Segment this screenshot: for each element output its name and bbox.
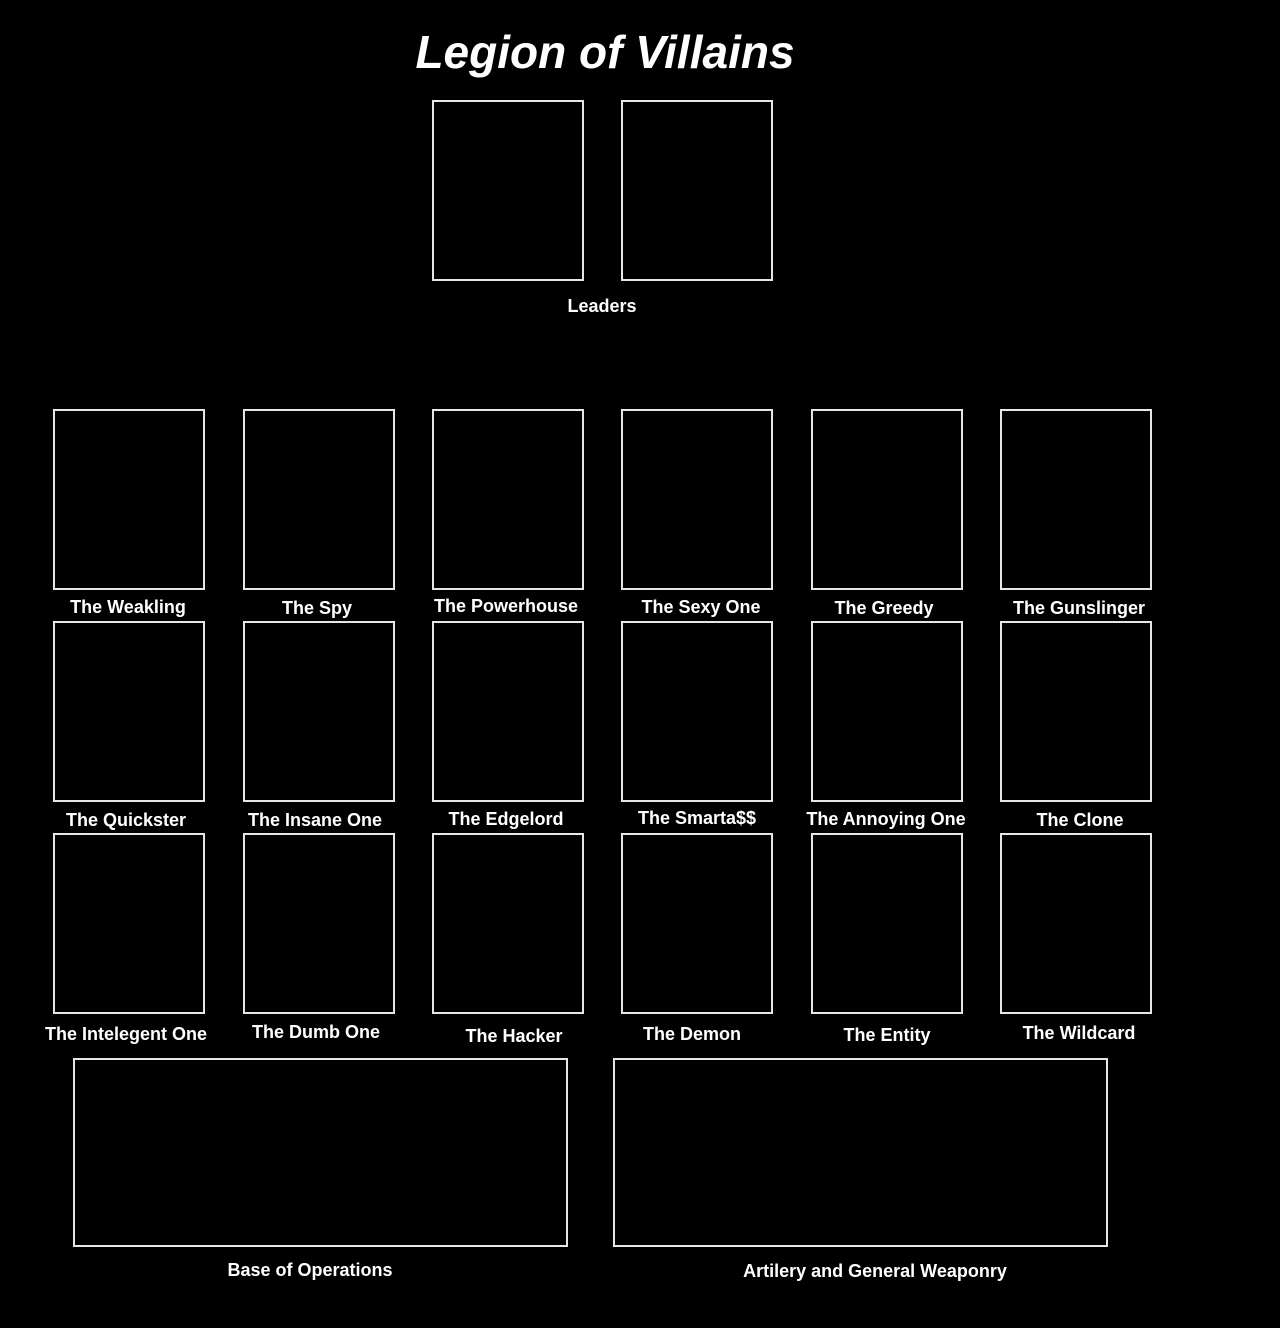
slot-spy[interactable] [243,409,395,590]
label-dumb-one: The Dumb One [251,1022,380,1042]
slot-smartass[interactable] [621,621,773,802]
slot-powerhouse[interactable] [432,409,584,590]
label-weakling: The Weakling [70,597,186,617]
page-title: Legion of Villains [415,26,795,78]
label-greedy: The Greedy [834,598,934,618]
slot-gunslinger[interactable] [1000,409,1152,590]
label-gunslinger: The Gunslinger [1012,598,1145,618]
leaders-label: Leaders [567,296,637,316]
label-powerhouse: The Powerhouse [433,596,579,616]
leader-slot-2[interactable] [621,100,773,281]
slot-annoying-one[interactable] [811,621,963,802]
label-edgelord: The Edgelord [448,809,564,829]
slot-clone[interactable] [1000,621,1152,802]
slot-weakling[interactable] [53,409,205,590]
slot-intelegent-one[interactable] [53,833,205,1014]
slot-insane-one[interactable] [243,621,395,802]
slot-entity[interactable] [811,833,963,1014]
label-demon: The Demon [642,1024,741,1044]
label-insane-one: The Insane One [247,810,383,830]
label-quickster: The Quickster [65,810,187,830]
weaponry-label: Artilery and General Weaponry [743,1261,1007,1281]
label-annoying-one: The Annoying One [806,809,966,829]
label-wildcard: The Wildcard [1022,1023,1136,1043]
slot-demon[interactable] [621,833,773,1014]
label-entity: The Entity [843,1025,931,1045]
slot-quickster[interactable] [53,621,205,802]
base-of-operations-slot[interactable] [73,1058,568,1247]
label-sexy-one: The Sexy One [641,597,761,617]
label-intelegent-one: The Intelegent One [44,1024,208,1044]
label-spy: The Spy [281,598,352,618]
slot-sexy-one[interactable] [621,409,773,590]
slot-greedy[interactable] [811,409,963,590]
slot-hacker[interactable] [432,833,584,1014]
slot-dumb-one[interactable] [243,833,395,1014]
base-of-operations-label: Base of Operations [227,1260,393,1280]
label-hacker: The Hacker [465,1026,563,1046]
label-clone: The Clone [1036,810,1124,830]
label-smartass: The Smarta$$ [637,808,757,828]
weaponry-slot[interactable] [613,1058,1108,1247]
slot-edgelord[interactable] [432,621,584,802]
slot-wildcard[interactable] [1000,833,1152,1014]
leader-slot-1[interactable] [432,100,584,281]
